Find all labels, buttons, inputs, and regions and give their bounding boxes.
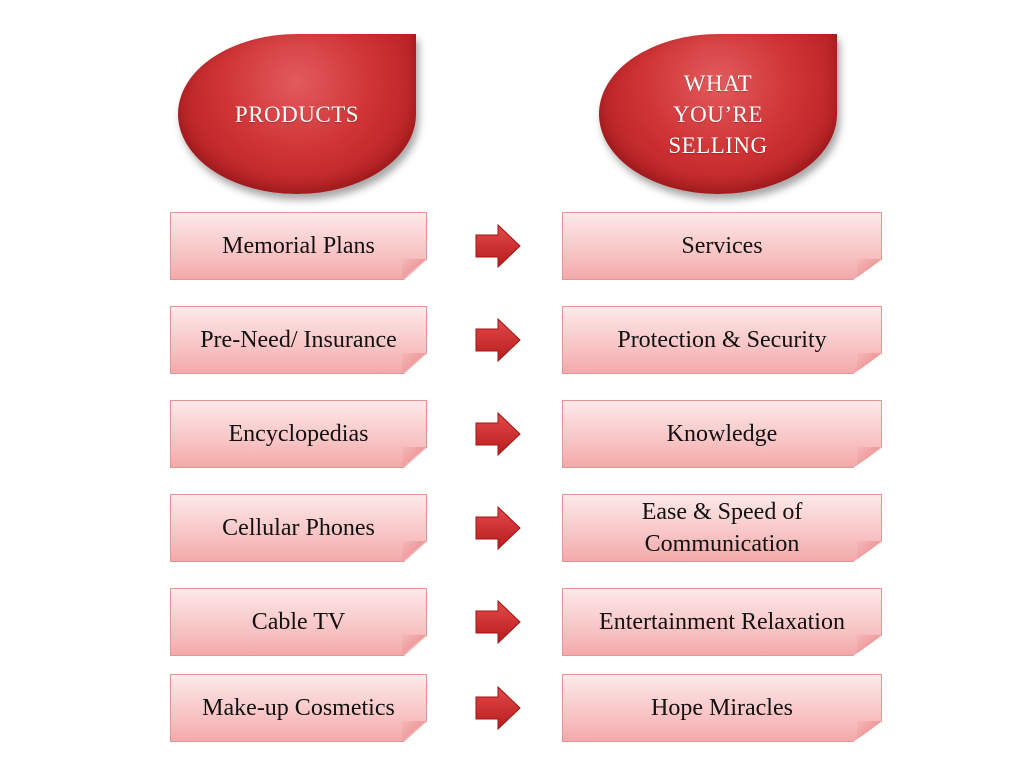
- folded-corner: [402, 259, 426, 279]
- product-label: Pre-Need/ Insurance: [200, 327, 397, 353]
- product-label: Memorial Plans: [222, 233, 375, 259]
- selling-box: Protection & Security: [562, 306, 882, 374]
- right-arrow-icon: [474, 600, 522, 644]
- product-label: Cable TV: [251, 609, 346, 635]
- product-box: Make-up Cosmetics: [170, 674, 427, 742]
- selling-box: Services: [562, 212, 882, 280]
- selling-box: Entertainment Relaxation: [562, 588, 882, 656]
- right-arrow-icon: [474, 318, 522, 362]
- selling-header-label: WHAT YOU’RE SELLING: [668, 70, 768, 158]
- selling-box: Ease & Speed of Communication: [562, 494, 882, 562]
- product-box: Pre-Need/ Insurance: [170, 306, 427, 374]
- product-label: Encyclopedias: [228, 421, 369, 447]
- right-arrow-icon: [474, 224, 522, 268]
- product-box: Cable TV: [170, 588, 427, 656]
- folded-corner: [857, 447, 881, 467]
- selling-header-shape: WHAT YOU’RE SELLING: [599, 34, 837, 194]
- folded-corner: [857, 541, 881, 561]
- folded-corner: [402, 721, 426, 741]
- selling-box: Hope Miracles: [562, 674, 882, 742]
- selling-label: Hope Miracles: [651, 695, 793, 721]
- selling-label: Ease & Speed of Communication: [641, 499, 803, 557]
- folded-corner: [402, 353, 426, 373]
- selling-label: Services: [681, 233, 763, 259]
- right-arrow-icon: [474, 506, 522, 550]
- selling-box: Knowledge: [562, 400, 882, 468]
- folded-corner: [857, 259, 881, 279]
- folded-corner: [402, 447, 426, 467]
- product-label: Cellular Phones: [222, 515, 375, 541]
- right-arrow-icon: [474, 412, 522, 456]
- selling-label: Entertainment Relaxation: [599, 609, 845, 635]
- folded-corner: [402, 635, 426, 655]
- right-arrow-icon: [474, 686, 522, 730]
- folded-corner: [857, 353, 881, 373]
- selling-label: Protection & Security: [617, 327, 827, 353]
- products-header-shape: PRODUCTS: [178, 34, 416, 194]
- product-box: Cellular Phones: [170, 494, 427, 562]
- products-header-label: PRODUCTS: [234, 101, 360, 127]
- folded-corner: [857, 635, 881, 655]
- product-box: Encyclopedias: [170, 400, 427, 468]
- folded-corner: [857, 721, 881, 741]
- selling-label: Knowledge: [666, 421, 778, 447]
- product-box: Memorial Plans: [170, 212, 427, 280]
- product-label: Make-up Cosmetics: [202, 695, 395, 721]
- folded-corner: [402, 541, 426, 561]
